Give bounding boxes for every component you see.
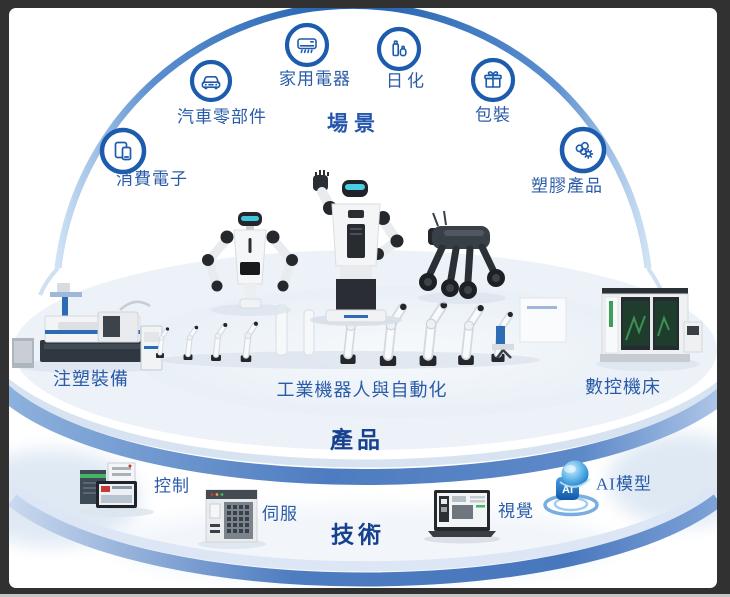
product-ring-upper-edge xyxy=(9,378,717,468)
controller-hardware-image xyxy=(78,462,154,517)
tech-label-servo: 伺服 xyxy=(262,504,298,524)
gantry-robot-image xyxy=(492,326,514,359)
daily-chemicals-icon xyxy=(392,40,407,57)
scenario-icons xyxy=(99,22,607,175)
tech-label-vision: 視覺 xyxy=(498,501,534,521)
scene-label-plastic-products: 塑膠產品 xyxy=(531,176,603,196)
vision-laptop-image xyxy=(424,490,500,544)
packaging-badge xyxy=(470,57,516,103)
ai-cube-text: AI xyxy=(562,484,573,496)
technology-ring-upper-edge xyxy=(10,485,717,572)
consumer-electronics-icon xyxy=(114,141,132,161)
industrial-robot-arms-image xyxy=(156,298,567,369)
scene-label-auto-parts: 汽車零部件 xyxy=(177,107,267,127)
product-label-industrial-robots: 工業機器人與自動化 xyxy=(276,380,448,400)
scene-ring-title: 場景 xyxy=(327,111,381,136)
technology-ring-band xyxy=(9,494,717,587)
injection-molding-machine-image xyxy=(12,283,163,373)
scene-label-consumer-electronics: 消費電子 xyxy=(116,169,188,189)
robot-dog-image xyxy=(418,210,506,304)
tall-humanoid-robot-image xyxy=(310,170,404,326)
auto-parts-icon xyxy=(201,76,221,90)
cnc-machine-image xyxy=(596,288,703,371)
packaging-icon xyxy=(484,71,502,88)
ai-model-icon-image: AI xyxy=(543,460,599,517)
technology-ring-title: 技術 xyxy=(331,522,385,548)
scene-label-home-appliance: 家用電器 xyxy=(279,69,351,89)
home-appliance-icon xyxy=(297,38,317,54)
tech-label-ai-model: AI模型 xyxy=(596,474,652,494)
product-ring-band xyxy=(9,385,717,485)
daily-chemicals-badge xyxy=(376,26,422,72)
consumer-electronics-badge xyxy=(99,127,147,175)
servo-drive-image xyxy=(198,489,266,549)
plastic-products-badge xyxy=(559,126,607,174)
tech-label-control: 控制 xyxy=(154,476,190,496)
diagram-graphics: AI xyxy=(9,8,717,587)
plastic-products-icon xyxy=(575,141,594,159)
screenshot-bottom-edge xyxy=(0,594,730,597)
auto-parts-badge xyxy=(189,59,233,103)
ring-bands xyxy=(9,378,717,587)
product-label-injection-molding: 注塑裝備 xyxy=(53,369,129,389)
diagram-canvas: AI 場景 消費電子 汽車零部件 家用電器 日化 包裝 塑膠產品 注塑裝備 工業… xyxy=(9,8,717,588)
small-humanoid-robot-image xyxy=(202,212,298,316)
scene-label-daily-chemicals: 日化 xyxy=(386,71,428,91)
product-label-cnc: 數控機床 xyxy=(585,377,661,397)
scene-label-packaging: 包裝 xyxy=(475,105,511,125)
product-ring-title: 產品 xyxy=(330,427,384,453)
home-appliance-badge xyxy=(284,22,330,68)
